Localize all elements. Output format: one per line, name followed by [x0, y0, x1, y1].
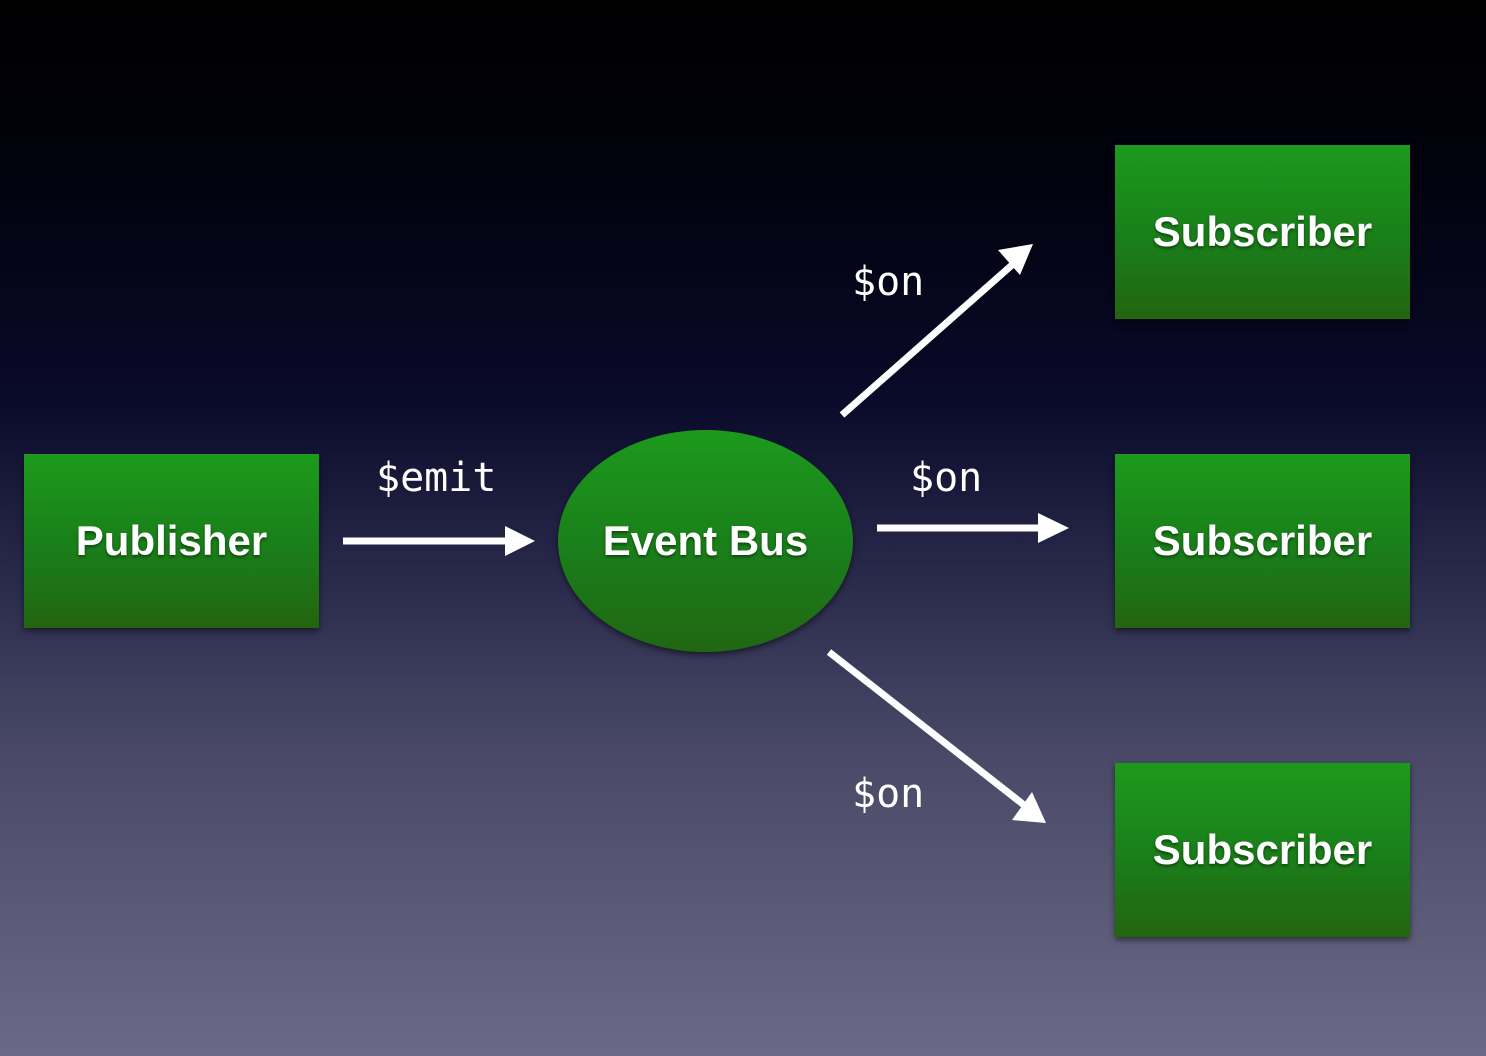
subscriber-node-top: Subscriber: [1115, 145, 1410, 319]
arrow-on-top-head: [998, 244, 1033, 275]
publisher-node: Publisher: [24, 454, 319, 628]
on-edge-label-middle: $on: [910, 455, 983, 501]
publisher-label: Publisher: [75, 517, 268, 564]
arrow-on-middle-head: [1038, 513, 1069, 543]
subscriber-label: Subscriber: [1152, 208, 1373, 255]
subscriber-label: Subscriber: [1152, 826, 1373, 873]
arrow-on-top: [839, 262, 1015, 418]
on-edge-label-top: $on: [852, 259, 925, 305]
on-edge-label-bottom: $on: [852, 771, 925, 817]
subscriber-node-bottom: Subscriber: [1115, 763, 1410, 937]
event-bus-label: Event Bus: [602, 517, 809, 564]
emit-edge-label: $emit: [376, 455, 497, 501]
subscriber-node-middle: Subscriber: [1115, 454, 1410, 628]
arrow-emit-head: [505, 526, 535, 556]
subscriber-label: Subscriber: [1152, 517, 1373, 564]
arrow-on-bottom-head: [1012, 792, 1046, 823]
arrow-on-bottom: [826, 649, 1027, 808]
event-bus-node: Event Bus: [558, 430, 853, 652]
